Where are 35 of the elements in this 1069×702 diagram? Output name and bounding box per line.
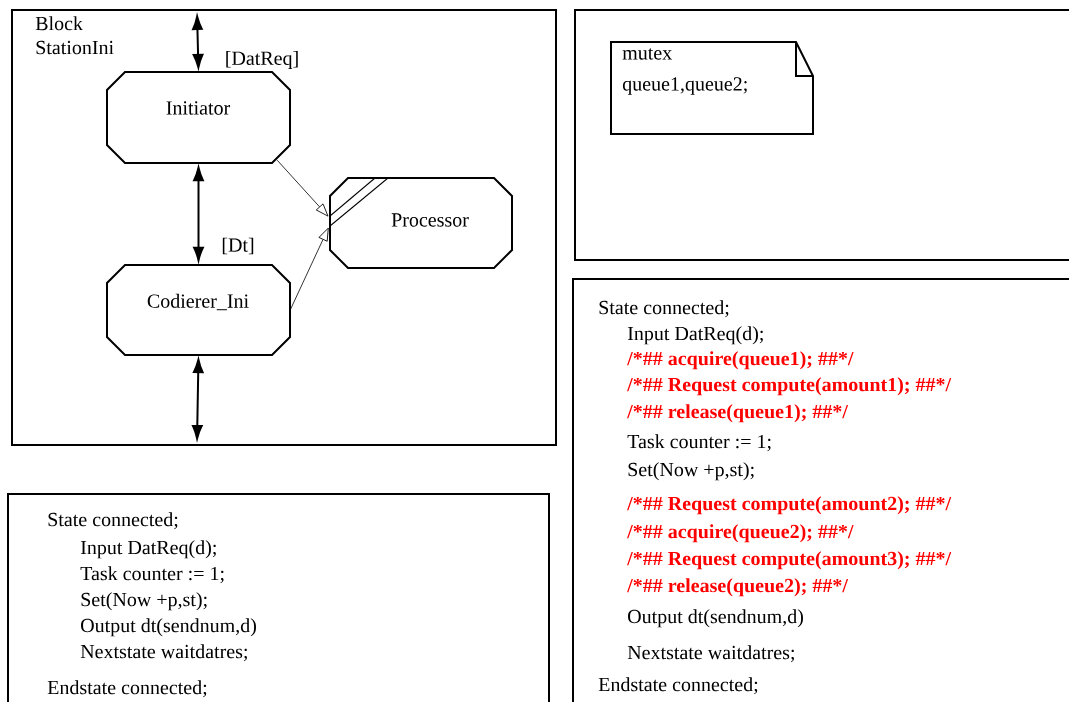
processor-box: Processor xyxy=(329,177,513,269)
code-line: Input DatReq(d); xyxy=(80,540,216,559)
panel-frame xyxy=(574,9,1069,261)
note-text: mutex queue1,queue2; xyxy=(622,48,747,95)
code-line: Endstate connected; xyxy=(47,680,207,698)
code-line: Nextstate waitdatres; xyxy=(627,645,794,663)
arrow xyxy=(276,159,329,217)
code-line: State connected; xyxy=(599,300,729,318)
code-line: /*## release(queue1); ##*/ xyxy=(627,404,849,423)
arrow xyxy=(289,227,329,311)
process-box: Codierer_Ini xyxy=(106,264,291,356)
edge-label: [Dt] xyxy=(222,237,254,255)
code-line: /*## Request compute(amount3); ##*/ xyxy=(627,551,952,570)
code-line: Endstate connected; xyxy=(598,677,758,695)
code-line: State connected; xyxy=(48,512,178,530)
code-line: /*## Request compute(amount1); ##*/ xyxy=(627,377,952,396)
code-box xyxy=(572,278,1069,702)
code-line: Task counter := 1; xyxy=(80,566,224,584)
note-box xyxy=(610,41,814,135)
code-line: /*## acquire(queue1); ##*/ xyxy=(627,351,854,370)
code-line: /*## Request compute(amount2); ##*/ xyxy=(627,496,952,515)
code-line: /*## release(queue2); ##*/ xyxy=(627,578,849,597)
code-line: Output dt(sendnum,d) xyxy=(81,618,256,637)
code-line: Set(Now +p,st); xyxy=(628,462,754,481)
code-line: Output dt(sendnum,d) xyxy=(628,609,803,628)
code-line: Nextstate waitdatres; xyxy=(80,644,247,662)
block-heading: Block StationIni xyxy=(35,16,114,55)
code-line: Input DatReq(d); xyxy=(627,326,763,345)
code-line: /*## acquire(queue2); ##*/ xyxy=(627,524,854,543)
code-line: Task counter := 1; xyxy=(627,434,771,452)
code-line: Set(Now +p,st); xyxy=(81,592,207,611)
process-box: Initiator xyxy=(106,71,291,164)
edge-label: [DatReq] xyxy=(226,50,298,70)
code-box xyxy=(7,493,550,702)
block-frame xyxy=(11,9,557,446)
